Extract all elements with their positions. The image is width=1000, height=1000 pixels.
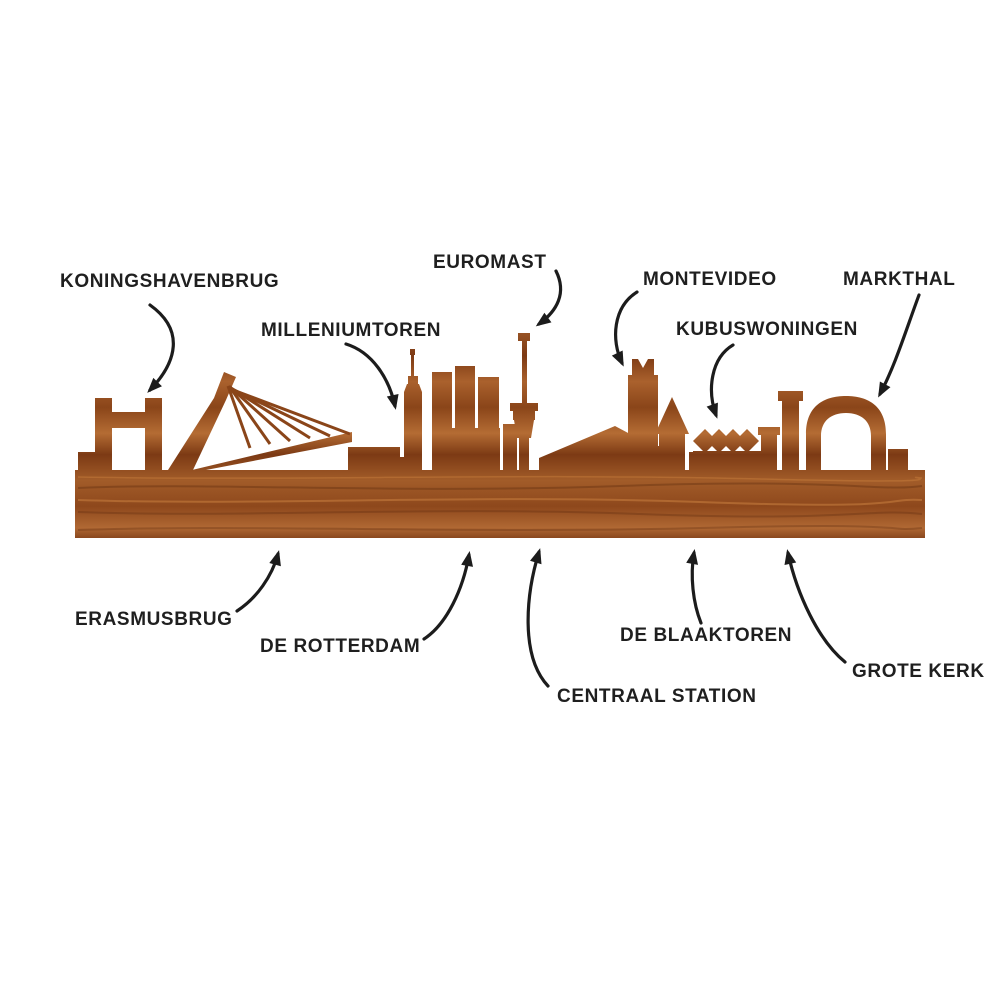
arrow-de-blaaktoren (686, 549, 703, 625)
arrow-koningshavenbrug (147, 303, 175, 393)
euromast-deck-upper (510, 403, 538, 411)
building-de-blaaktoren (659, 432, 685, 470)
arrow-montevideo (611, 290, 639, 367)
de-rotterdam-slab-2 (455, 366, 475, 430)
label-markthal: MARKTHAL (843, 269, 956, 290)
annotation-arrows (147, 269, 921, 688)
label-montevideo: MONTEVIDEO (643, 269, 777, 290)
arrow-centraal-station (526, 548, 550, 688)
montevideo-annex-left (619, 437, 628, 470)
milleniumtoren-cap (408, 376, 418, 386)
milleniumtoren-spire (411, 355, 414, 379)
de-rotterdam-slab-1 (432, 372, 452, 430)
euromast-cabin (518, 333, 530, 341)
building-centraal-station (539, 426, 630, 470)
arrow-markthal (878, 293, 921, 398)
montevideo-m-sign (632, 359, 654, 375)
building-de-rotterdam-base (432, 428, 500, 470)
label-de-blaaktoren: DE BLAAKTOREN (620, 625, 793, 646)
building-koningshavenbrug (95, 398, 162, 470)
building-low-right (888, 449, 908, 470)
arrow-erasmusbrug (235, 550, 281, 613)
building-erasmusbrug-deck (192, 432, 352, 470)
building-montevideo (628, 375, 658, 470)
witte-huis-cap (758, 427, 780, 435)
erasmusbrug-cables (226, 385, 351, 449)
building-witte-huis (761, 435, 777, 470)
skyline-silhouette (75, 333, 925, 538)
building-euromast (519, 438, 529, 470)
arrow-euromast (535, 269, 563, 327)
label-erasmusbrug: ERASMUSBRUG (75, 609, 233, 630)
building-kubuswoningen (693, 429, 759, 453)
building-midrise (503, 424, 517, 470)
label-de-rotterdam: DE ROTTERDAM (260, 636, 421, 657)
arrow-kubuswoningen (706, 343, 735, 419)
kubuswoningen-base (693, 451, 761, 470)
arrow-grote-kerk (784, 549, 847, 664)
arrow-milleniumtoren (344, 342, 399, 410)
building-grote-kerk (782, 401, 799, 470)
building-low-left (78, 452, 96, 470)
building-milleniumtoren (404, 392, 422, 470)
blaaktoren-roof (655, 397, 689, 434)
euromast-mast (522, 341, 527, 403)
label-centraal-station: CENTRAAL STATION (557, 686, 757, 707)
grote-kerk-cap (778, 391, 803, 401)
de-rotterdam-slab-3 (478, 377, 499, 430)
building-markthal (806, 396, 886, 470)
label-milleniumtoren: MILLENIUMTOREN (261, 320, 442, 341)
label-euromast: EUROMAST (433, 252, 547, 273)
arrow-de-rotterdam (422, 551, 473, 641)
milleniumtoren-knob (410, 349, 415, 355)
building-gapfill (689, 452, 695, 470)
wood-grain (77, 475, 923, 531)
euromast-deck-lower (513, 411, 535, 420)
euromast-restaurant (514, 420, 534, 438)
label-koningshavenbrug: KONINGSHAVENBRUG (60, 271, 280, 292)
label-grote-kerk: GROTE KERK (852, 661, 985, 682)
label-kubuswoningen: KUBUSWONINGEN (676, 319, 858, 340)
milleniumtoren-crown (404, 384, 422, 392)
building-erasmusbrug-pylon (168, 372, 236, 470)
